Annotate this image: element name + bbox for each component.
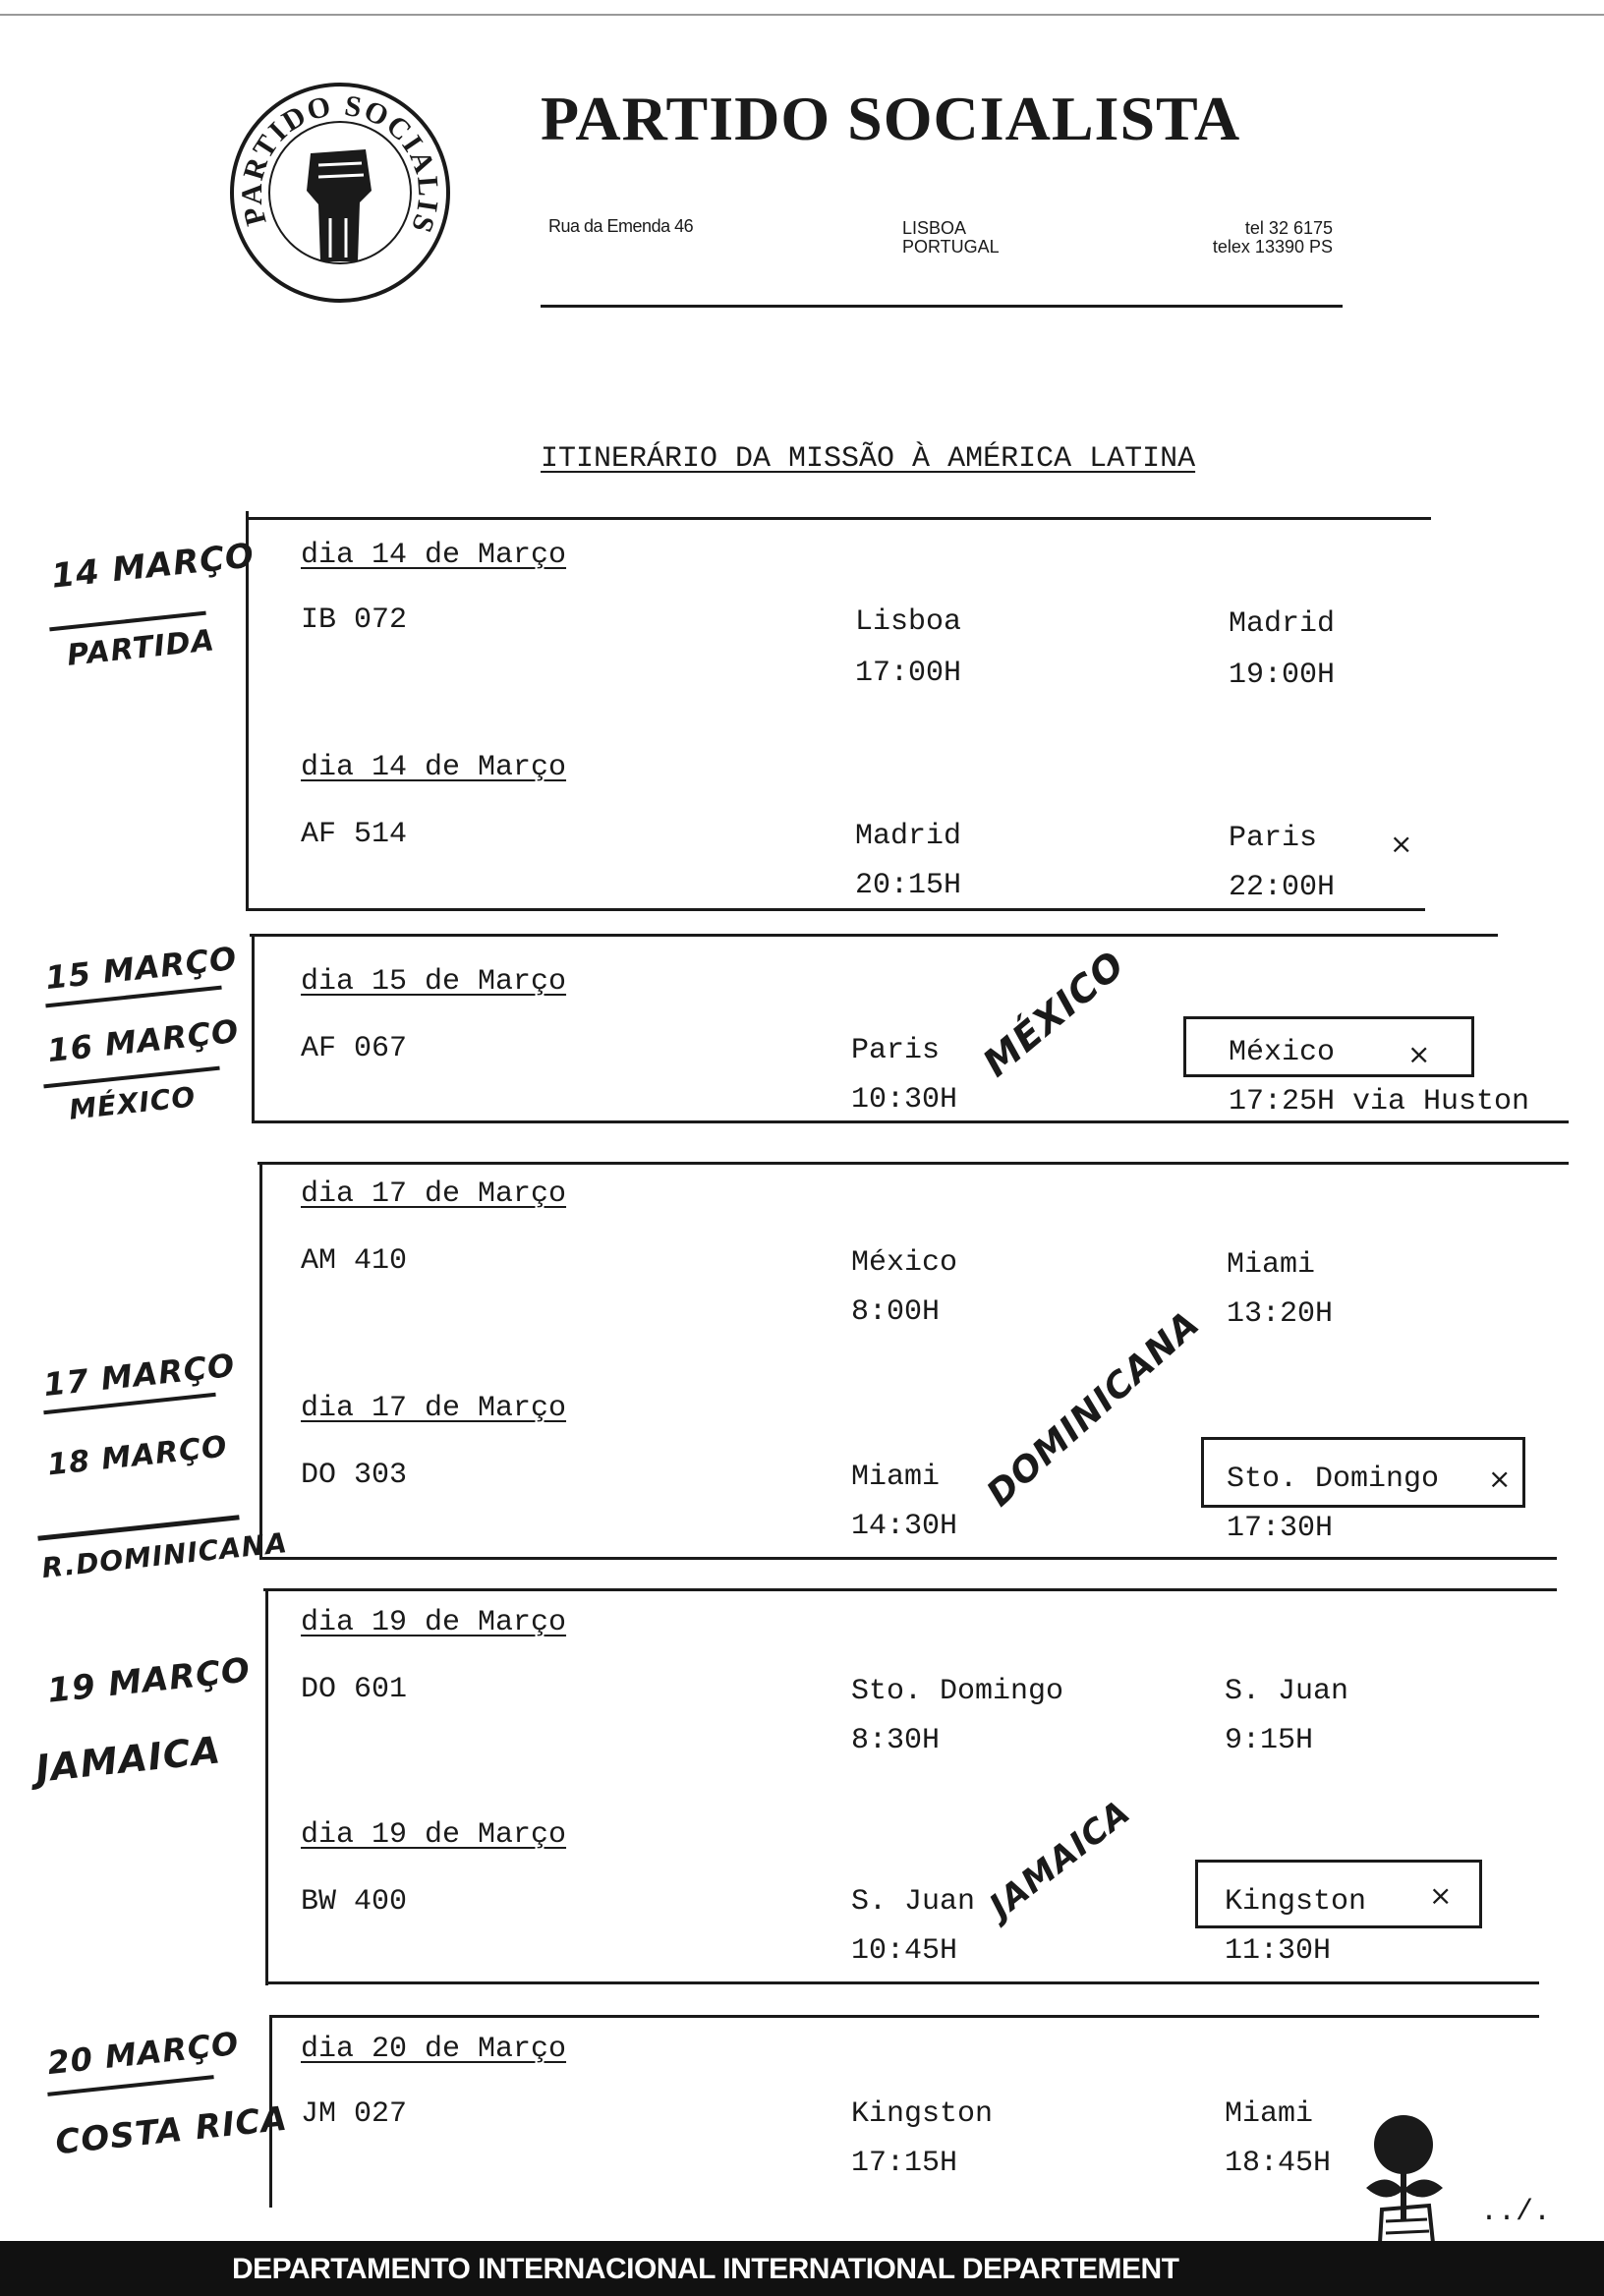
flight-code: AF 067 [301,1032,408,1065]
check-x-mark: × [1390,828,1413,860]
flight-departure-time: 10:45H [851,1934,958,1968]
flight-departure-time: 17:15H [851,2147,958,2180]
page-continuation-marker: ../. [1480,2196,1552,2229]
flight-destination: S. Juan [1225,1675,1349,1708]
flight-code: AM 410 [301,1244,408,1278]
frame-rule [263,1588,1557,1591]
header-rule [541,305,1343,308]
flight-departure-time: 8:30H [851,1724,941,1757]
handwritten-jamaica: JAMAICA [982,1792,1138,1926]
logo-ring-text: PARTIDO SOCIALISTA [228,81,445,239]
flight-date: dia 17 de Março [301,1392,567,1425]
flight-destination: Sto. Domingo [1227,1463,1440,1496]
frame-rule [265,1981,1539,1984]
flight-code: BW 400 [301,1885,408,1919]
rose-fist-icon [1366,2115,1443,2267]
flight-arrival-time: 18:45H [1225,2147,1332,2180]
frame-rule [258,1162,1569,1165]
margin-note: 16 MARÇO [45,1011,242,1070]
frame-side [246,511,249,910]
flight-departure-time: 20:15H [855,869,962,902]
flight-arrival-time: 17:30H [1227,1512,1334,1545]
flight-arrival-time: 22:00H [1229,871,1336,904]
flight-destination: Kingston [1225,1885,1367,1919]
party-tel: tel 32 6175 [1244,218,1333,238]
margin-note: 14 MARÇO [49,536,257,597]
flight-arrival-time: 13:20H [1227,1297,1334,1331]
frame-rule [269,2015,1539,2018]
scan-noise-line [0,14,1604,16]
flight-arrival-time: 17:25H via Huston [1229,1085,1530,1119]
margin-note: PARTIDA [65,623,217,673]
flight-code: JM 027 [301,2097,408,2131]
flight-destination: Madrid [1229,607,1336,641]
footer-band: DEPARTAMENTO INTERNACIONAL INTERNATIONAL… [0,2241,1604,2296]
destination-highlight-box [1183,1016,1474,1077]
frame-rule [252,1120,1569,1123]
destination-highlight-box [1201,1437,1525,1508]
frame-side [259,1162,262,1559]
flight-destination: México [1229,1036,1336,1069]
frame-side [265,1588,268,1985]
margin-note: COSTA RICA [53,2098,290,2163]
flight-code: DO 601 [301,1673,408,1706]
footer-text: DEPARTAMENTO INTERNACIONAL INTERNATIONAL… [232,2253,1179,2285]
rose-fist-emblem [1346,2111,1464,2268]
flight-code: IB 072 [301,603,408,637]
flight-date: dia 15 de Março [301,965,567,999]
party-city: LISBOA [902,218,967,238]
margin-note: JAMAICA [33,1728,224,1791]
check-x-mark: × [1407,1038,1431,1070]
party-telex: telex 13390 PS [1212,237,1333,257]
flight-destination: Miami [1225,2097,1314,2131]
document-title: ITINERÁRIO DA MISSÃO À AMÉRICA LATINA [541,442,1196,476]
flight-origin: Sto. Domingo [851,1675,1064,1708]
frame-rule [259,1557,1557,1560]
flight-origin: Lisboa [855,605,962,639]
flight-arrival-time: 11:30H [1225,1934,1332,1968]
margin-note: 18 MARÇO [45,1429,230,1483]
flight-departure-time: 14:30H [851,1510,958,1543]
margin-note: 20 MARÇO [45,2024,242,2083]
handwritten-dominicana: DOMINICANA [979,1303,1208,1515]
flight-date: dia 19 de Março [301,1606,567,1639]
frame-rule [246,517,1431,520]
flight-origin: Paris [851,1034,941,1067]
flight-departure-time: 10:30H [851,1083,958,1117]
frame-rule [250,934,1498,937]
check-x-mark: × [1488,1463,1512,1495]
flight-date: dia 14 de Março [301,751,567,784]
flight-origin: México [851,1246,958,1280]
frame-rule [246,908,1425,911]
flight-date: dia 20 de Março [301,2033,567,2066]
fist-logo-icon [230,83,450,303]
flight-origin: S. Juan [851,1885,976,1919]
margin-note: 19 MARÇO [45,1650,253,1711]
flight-origin: Kingston [851,2097,994,2131]
flight-arrival-time: 19:00H [1229,659,1336,692]
flight-date: dia 19 de Março [301,1818,567,1852]
destination-highlight-box [1195,1860,1482,1928]
flight-code: DO 303 [301,1459,408,1492]
flight-date: dia 14 de Março [301,539,567,572]
flight-departure-time: 17:00H [855,657,962,690]
flight-code: AF 514 [301,818,408,851]
handwritten-mexico: MÉXICO [974,942,1133,1085]
flight-arrival-time: 9:15H [1225,1724,1314,1757]
party-country: PORTUGAL [902,237,1000,257]
flight-destination: Paris [1229,822,1318,855]
flight-origin: Madrid [855,820,962,853]
party-logo: PARTIDO SOCIALISTA [228,81,452,305]
flight-destination: Miami [1227,1248,1316,1282]
frame-side [252,934,255,1122]
check-x-mark: × [1429,1879,1453,1912]
party-title: PARTIDO SOCIALISTA [541,84,1241,153]
flight-departure-time: 8:00H [851,1295,941,1329]
margin-note: MÉXICO [67,1080,198,1126]
flight-date: dia 17 de Março [301,1177,567,1211]
party-address: Rua da Emenda 46 [548,216,694,236]
flight-origin: Miami [851,1461,941,1494]
frame-side [269,2015,272,2208]
